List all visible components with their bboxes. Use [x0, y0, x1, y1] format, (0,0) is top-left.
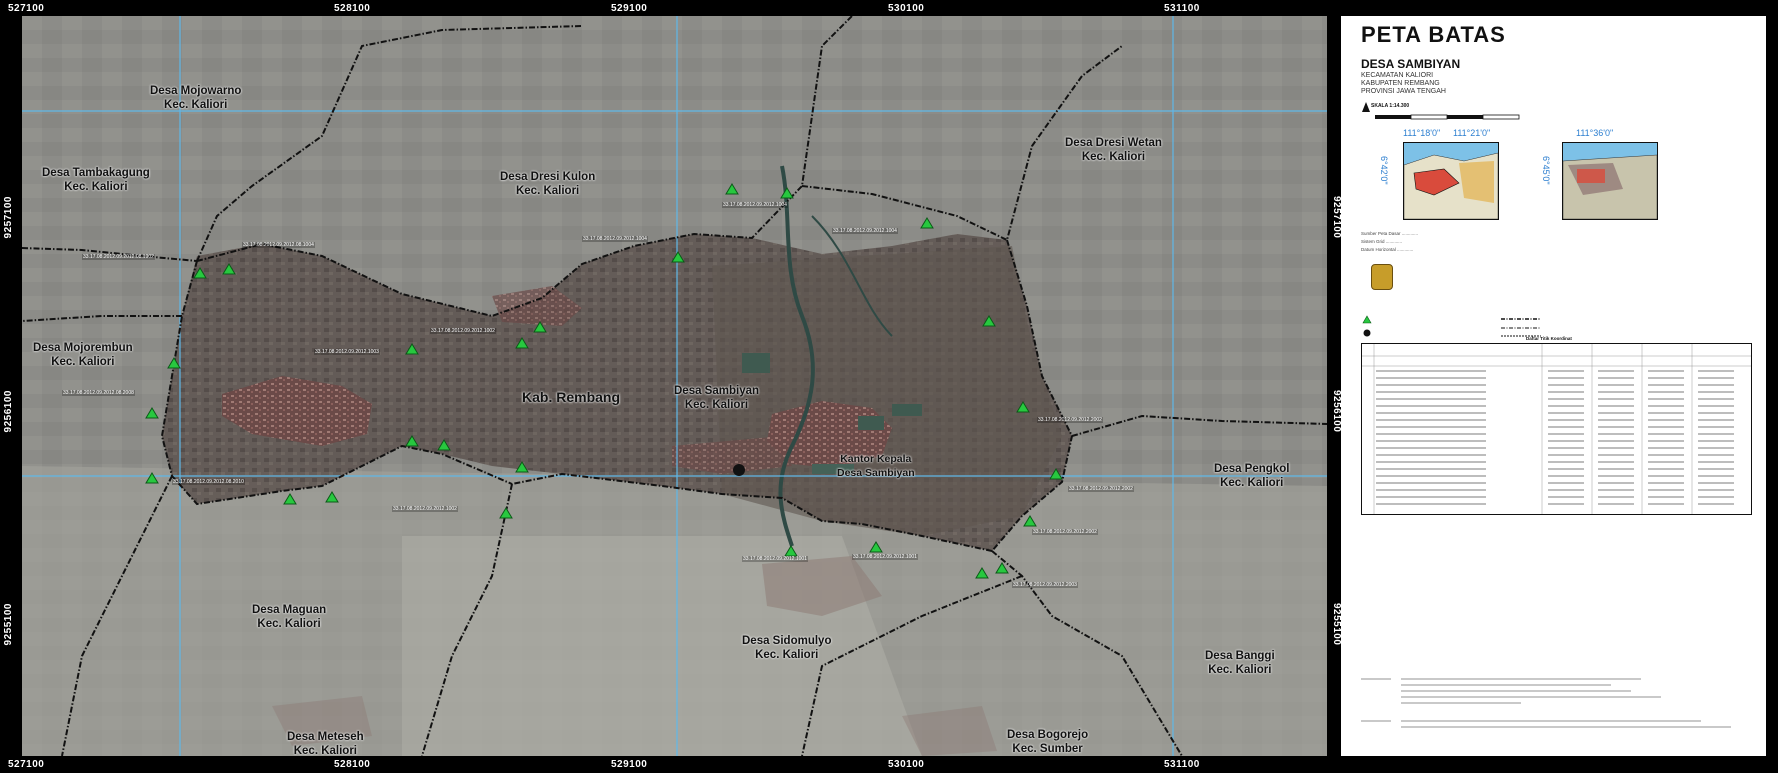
inset-tick: 6°45'0": [1541, 156, 1551, 185]
coord-bottom-4: 530100: [888, 759, 925, 770]
benchmark-label: 33.17.08.2012.09.2012.2003: [1012, 582, 1078, 588]
kabupaten-label: KABUPATEN REMBANG: [1361, 80, 1440, 87]
legend-panel: PETA BATAS DESA SAMBIYAN KECAMATAN KALIO…: [1341, 16, 1766, 756]
provinsi-label: PROVINSI JAWA TENGAH: [1361, 88, 1446, 95]
map-title: PETA BATAS: [1361, 22, 1506, 47]
coord-right-2: 9256100: [1331, 390, 1342, 433]
coord-top-5: 531100: [1164, 3, 1200, 14]
coord-right-1: 9257100: [1331, 196, 1342, 239]
benchmark-label: 33.17.08.2012.09.2012.2002: [1032, 529, 1098, 535]
coord-bottom-2: 528100: [334, 759, 371, 770]
benchmark-label: 33.17.08.2012.09.2012.1004: [832, 228, 898, 234]
notes-text: [1361, 678, 1731, 728]
scale-bar: [1362, 102, 1520, 120]
benchmark-label: 33.17.08.2012.09.2012.08.1004: [242, 242, 315, 248]
benchmark-label: 33.17.08.2012.09.2012.1001: [852, 554, 918, 560]
coord-top-3: 529100: [611, 3, 648, 14]
coord-top-4: 530100: [888, 3, 925, 14]
benchmark-label: 33.17.08.2012.09.2012.1004: [582, 236, 648, 242]
coordinate-table: [1361, 343, 1752, 515]
satellite-imagery: [22, 16, 1327, 756]
benchmark-label: 33.17.08.2012.09.2012.1003: [314, 349, 380, 355]
map-canvas[interactable]: 33.17.08.2012.09.2012.08.1002 33.17.08.2…: [22, 16, 1327, 756]
coord-right-3: 9255100: [1331, 603, 1342, 646]
benchmark-label: 33.17.08.2012.09.2012.08.2008: [62, 390, 135, 396]
coord-bottom-1: 527100: [8, 759, 45, 770]
coord-top-2: 528100: [334, 3, 371, 14]
meta-text: Sumber Peta Dasar .............: [1361, 231, 1419, 236]
inset-map-regency: [1562, 142, 1658, 220]
inset-tick: 111°36'0": [1576, 128, 1614, 138]
scale-label: SKALA 1:14.300: [1371, 103, 1410, 109]
meta-text: Sistem Grid .............: [1361, 239, 1403, 244]
coord-left-1: 9257100: [3, 196, 14, 239]
table-title: Daftar Titik Koordinat: [1526, 336, 1572, 341]
coord-top-1: 527100: [8, 3, 45, 14]
benchmark-label: 33.17.08.2012.09.2012.1001: [742, 556, 808, 562]
regency-logo: [1371, 264, 1393, 290]
office-marker-icon: [1363, 329, 1371, 337]
meta-text: Datum Horizontal .............: [1361, 247, 1414, 252]
coord-bottom-5: 531100: [1164, 759, 1200, 770]
benchmark-label: 33.17.08.2012.09.2012.08.2010: [172, 479, 245, 485]
village-title: DESA SAMBIYAN: [1361, 57, 1461, 71]
benchmark-label: 33.17.08.2012.09.2012.1002: [392, 506, 458, 512]
kecamatan-label: KECAMATAN KALIORI: [1361, 72, 1434, 79]
coord-bottom-3: 529100: [611, 759, 648, 770]
benchmark-label: 33.17.08.2012.09.2012.2002: [1068, 486, 1134, 492]
inset-tick: 111°18'0": [1403, 128, 1441, 138]
benchmark-icon: [1362, 315, 1372, 324]
coord-left-3: 9255100: [3, 603, 14, 646]
inset-tick: 6°42'0": [1379, 156, 1389, 185]
benchmark-label: 33.17.08.2012.09.2012.2002: [1037, 417, 1103, 423]
legend-symbols: [1362, 315, 1541, 337]
regency-label: Kab. Rembang: [522, 389, 621, 405]
inset-map-province: [1403, 142, 1499, 220]
inset-tick: 111°21'0": [1453, 128, 1491, 138]
coord-left-2: 9256100: [3, 390, 14, 433]
north-arrow-icon: [1362, 102, 1370, 112]
benchmark-label: 33.17.08.2012.09.2012.08.1002: [82, 254, 155, 260]
benchmark-label: 33.17.08.2012.09.2012.1004: [722, 202, 788, 208]
benchmark-label: 33.17.08.2012.09.2012.1002: [430, 328, 496, 334]
